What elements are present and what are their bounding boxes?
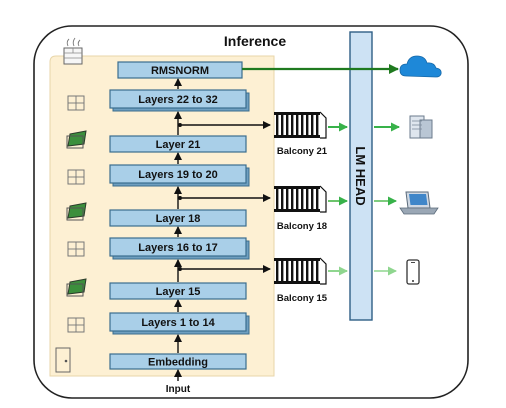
layer-label: RMSNORM — [151, 65, 209, 77]
layer-layers-22-to-32: Layers 22 to 32 — [109, 89, 247, 109]
balcony-railing-icon — [274, 257, 327, 285]
window-icon — [67, 169, 85, 185]
balcony-railing-icon — [274, 111, 327, 139]
balcony-label: Balcony 18 — [277, 221, 327, 232]
layer-layer-15: Layer 15 — [109, 282, 247, 300]
layer-label: Layer 15 — [156, 286, 201, 298]
layer-label: Layer 21 — [156, 139, 201, 151]
balcony-balcony-21: Balcony 21 — [178, 111, 348, 157]
laptop-icon — [399, 191, 439, 215]
smartphone-icon — [406, 259, 420, 285]
layer-layers-1-to-14: Layers 1 to 14 — [109, 312, 247, 332]
open-window-icon — [66, 130, 87, 149]
layer-label: Layers 22 to 32 — [138, 94, 218, 106]
layer-embedding: Embedding — [109, 353, 247, 370]
balcony-label: Balcony 21 — [277, 146, 328, 157]
open-window-icon — [66, 278, 87, 297]
window-icon — [67, 317, 85, 333]
chimney-icon — [63, 37, 83, 65]
door-icon — [55, 347, 71, 373]
layer-label: Layers 19 to 20 — [138, 169, 218, 181]
server-icon — [409, 115, 433, 139]
lm-head-label: LM HEAD — [353, 146, 368, 205]
layer-label: Embedding — [148, 357, 208, 369]
layer-rmsnorm: RMSNORM — [117, 61, 243, 79]
layer-label: Layers 1 to 14 — [141, 317, 215, 329]
layer-layer-21: Layer 21 — [109, 135, 247, 153]
layer-layers-19-to-20: Layers 19 to 20 — [109, 164, 247, 184]
open-window-icon — [66, 202, 87, 221]
diagram-title: Inference — [224, 33, 286, 49]
balcony-railing-icon — [274, 185, 327, 213]
layer-layers-16-to-17: Layers 16 to 17 — [109, 237, 247, 257]
layer-label: Layer 18 — [156, 213, 201, 225]
balcony-balcony-15: Balcony 15 — [178, 257, 348, 304]
balcony-balcony-18: Balcony 18 — [178, 185, 348, 232]
cloud-icon — [399, 55, 442, 78]
window-icon — [67, 95, 85, 111]
balcony-label: Balcony 15 — [277, 293, 328, 304]
layer-label: Layers 16 to 17 — [138, 242, 218, 254]
window-icon — [67, 241, 85, 257]
layer-layer-18: Layer 18 — [109, 209, 247, 227]
input-label: Input — [166, 384, 191, 395]
lm-head-box — [349, 31, 373, 321]
